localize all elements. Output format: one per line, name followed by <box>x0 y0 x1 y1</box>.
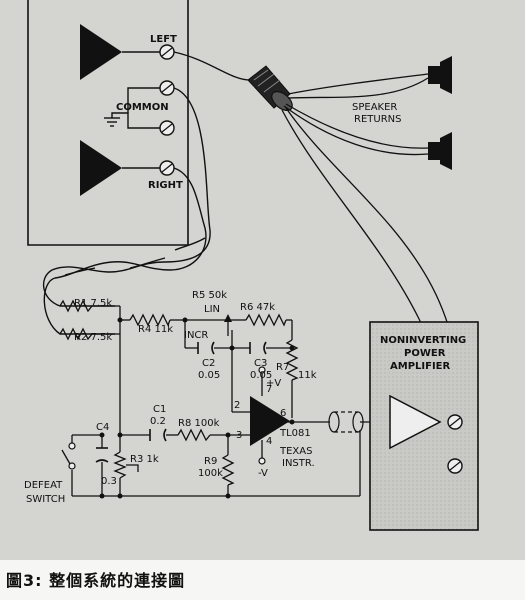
figure-caption: 圖3: 整個系統的連接圖 <box>6 571 186 590</box>
terminal-common-upper <box>159 80 175 96</box>
vplus-terminal <box>258 366 266 374</box>
label-speaker: SPEAKER <box>352 102 397 113</box>
label-r6: R6 47k <box>240 302 275 313</box>
label-pin2: 2 <box>234 400 240 411</box>
label-pin4: 4 <box>266 436 272 447</box>
label-right: RIGHT <box>148 180 183 191</box>
label-c2-value: 0.05 <box>198 370 220 381</box>
label-defeat: DEFEAT <box>24 480 63 491</box>
r5-wiper <box>224 314 232 336</box>
right-output-triangle <box>80 140 122 196</box>
label-c1-value: 0.2 <box>150 416 166 427</box>
label-r8: R8 100k <box>178 418 220 429</box>
speaker-bottom <box>428 132 452 170</box>
label-vminus: -V <box>258 468 268 479</box>
label-r5-lin: LIN <box>204 304 220 315</box>
amp-ground-terminal <box>447 458 463 474</box>
label-common: COMMON <box>116 102 169 113</box>
label-r4: R4 11k <box>138 324 173 335</box>
label-returns: RETURNS <box>354 114 401 125</box>
label-switch: SWITCH <box>26 494 65 505</box>
label-pin7: 7 <box>266 384 272 395</box>
label-tl081: TL081 <box>279 428 311 439</box>
label-r3: R3 1k <box>130 454 159 465</box>
label-pin6: 6 <box>280 408 286 419</box>
label-c1: C1 <box>153 404 166 415</box>
label-texas: TEXAS <box>279 446 312 457</box>
amp-label-line1: NONINVERTING <box>380 335 466 346</box>
amp-output-terminal <box>447 414 463 430</box>
label-incr: INCR <box>184 330 208 341</box>
amp-label-line2: POWER <box>404 348 446 359</box>
label-r5: R5 50k <box>192 290 227 301</box>
label-vplus: +V <box>266 378 281 389</box>
defeat-switch <box>61 435 76 470</box>
speaker-top <box>428 56 452 94</box>
label-left: LEFT <box>150 34 177 45</box>
label-r9: R9 <box>204 456 217 467</box>
label-pin3: 3 <box>236 430 242 441</box>
label-c3-value: 0.05 <box>250 370 272 381</box>
terminal-left <box>159 44 175 60</box>
amp-triangle <box>389 394 442 450</box>
label-r2: R2 7.5k <box>74 332 112 343</box>
shielded-cable <box>328 411 364 433</box>
twisted-input-pair <box>42 87 211 335</box>
amp-label-line3: AMPLIFIER <box>390 361 450 372</box>
terminal-common-lower <box>159 120 175 136</box>
capacitor-plates <box>95 341 267 463</box>
wire-nut <box>247 65 293 111</box>
label-c4: C4 <box>96 422 109 433</box>
left-output-triangle <box>80 24 122 80</box>
opamp-triangle <box>250 396 290 446</box>
terminal-right <box>159 160 175 176</box>
label-r7-value: 11k <box>298 370 317 381</box>
label-c4-value: 0.3 <box>101 476 117 487</box>
source-box <box>27 0 189 246</box>
label-c3: C3 <box>254 358 267 369</box>
label-r9-value: 100k <box>198 468 223 479</box>
label-r1: R1 7.5k <box>74 298 112 309</box>
vminus-terminal <box>258 457 266 465</box>
label-c2: C2 <box>202 358 215 369</box>
schematic: LEFT COMMON RIGHT SPEAKER RETURNS <box>0 0 525 560</box>
label-instr: INSTR. <box>282 458 315 469</box>
junction-dots <box>99 317 295 499</box>
label-r7: R7 <box>276 362 289 373</box>
